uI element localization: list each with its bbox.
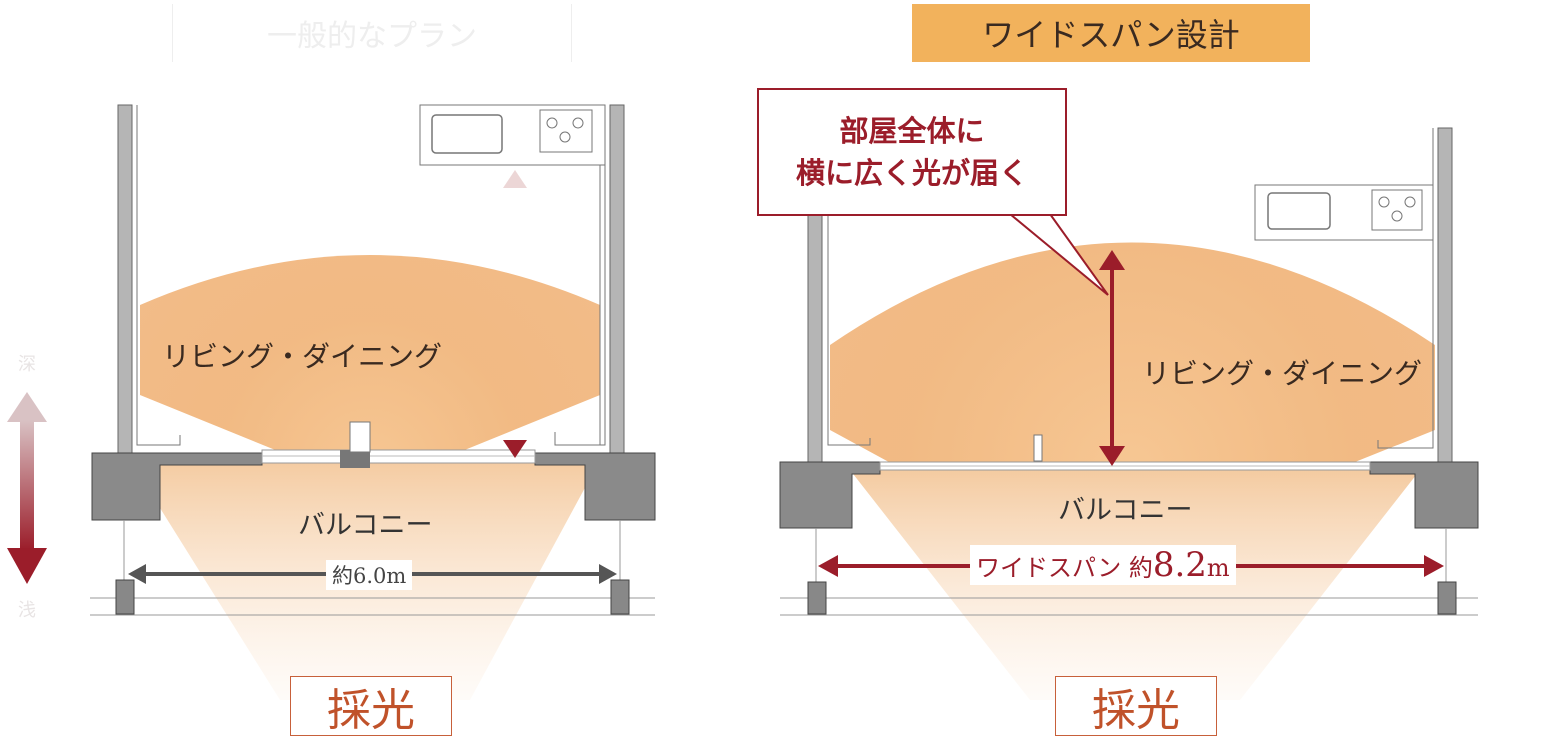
right-wall-right [1437, 127, 1453, 463]
left-plan-title: 一般的なプラン [172, 4, 572, 62]
right-wall-left [807, 211, 823, 463]
right-room-label: リビング・ダイニング [1142, 357, 1423, 390]
right-width-prefix: ワイドスパン 約 [976, 554, 1153, 582]
right-light-label: 採光 [1055, 676, 1217, 736]
left-light-label: 採光 [290, 676, 452, 736]
depth-axis-bottom-label: 浅 [18, 600, 36, 621]
right-width-label: ワイドスパン 約8.2m [970, 545, 1236, 585]
right-balcony-label: バルコニー [1058, 495, 1193, 526]
depth-axis-top-label: 深 [18, 354, 36, 375]
callout-tail [1009, 213, 1109, 296]
right-light-fan [830, 242, 1435, 468]
left-balcony-label: バルコニー [298, 510, 433, 541]
right-plan-title: ワイドスパン設計 [912, 4, 1310, 62]
callout-line-1: 部屋全体に [839, 114, 985, 148]
left-plan [90, 104, 656, 700]
callout-line-2: 横に広く光が届く [795, 156, 1028, 190]
left-wall-right [609, 104, 625, 456]
left-width-label: 約6.0m [326, 560, 413, 590]
right-light-beam [850, 470, 1420, 700]
left-wall-left [117, 104, 133, 456]
side-depth-axis [7, 392, 47, 584]
left-light-fan [140, 255, 600, 460]
right-width-unit: m [1206, 554, 1230, 582]
right-plan [779, 127, 1479, 700]
light-callout: 部屋全体に 横に広く光が届く [757, 88, 1067, 216]
right-outer-wall [779, 461, 881, 529]
left-room-label: リビング・ダイニング [162, 340, 443, 373]
right-width-number: 8.2 [1152, 545, 1207, 585]
